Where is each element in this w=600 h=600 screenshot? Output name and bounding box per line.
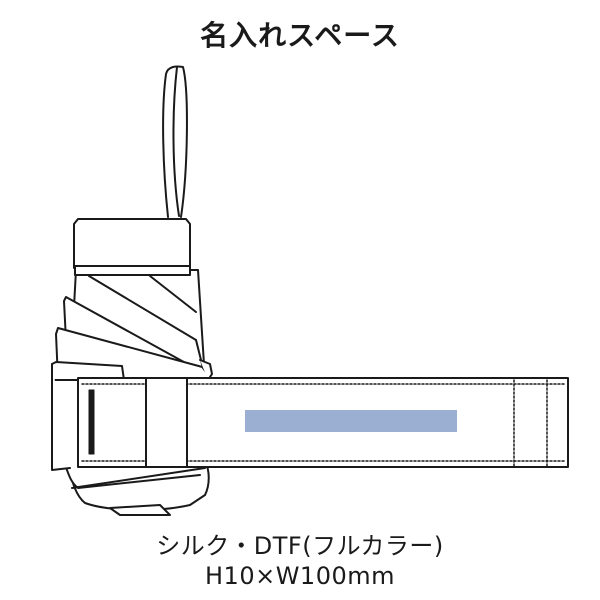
umbrella-canopy [51,269,213,516]
print-method-label: シルク・DTF(フルカラー) [156,532,444,560]
print-area [245,410,457,432]
umbrella-cap [73,218,191,276]
print-size-label: H10×W100mm [205,562,395,590]
handle-loop [162,65,188,218]
page-title: 名入れスペース [200,19,400,52]
